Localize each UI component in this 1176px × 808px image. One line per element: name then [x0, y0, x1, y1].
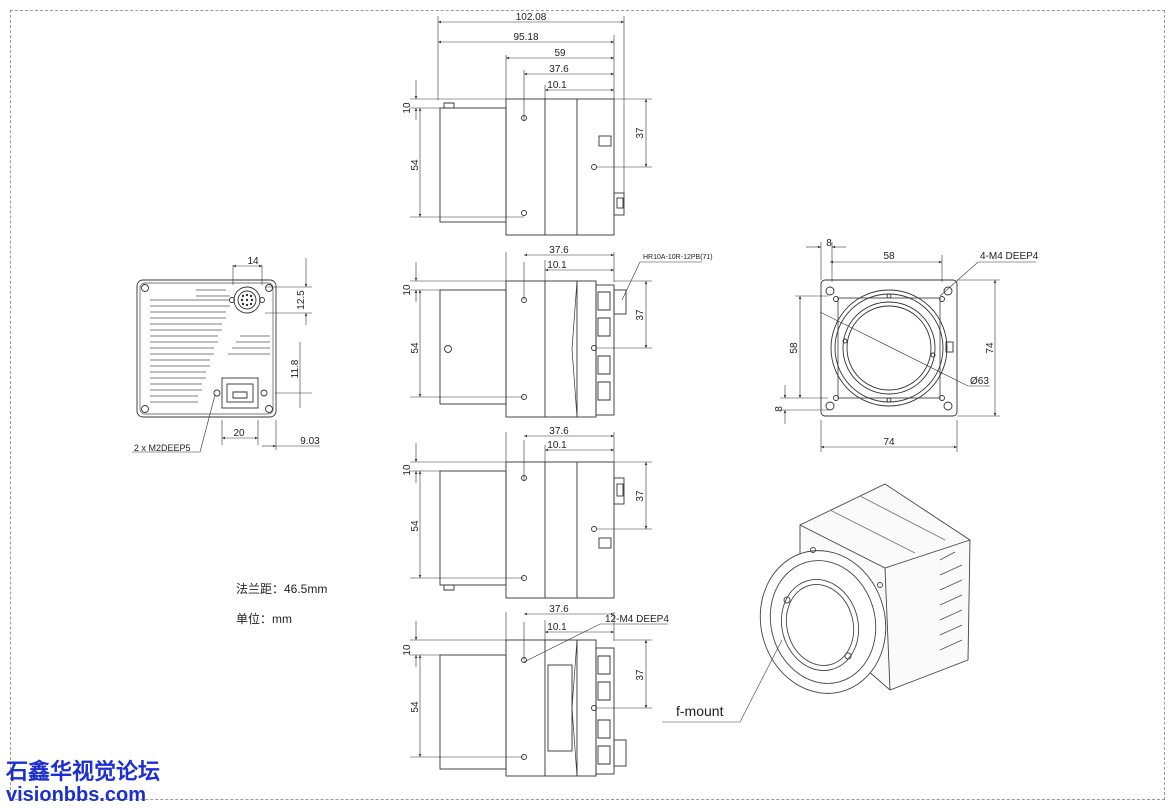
sv1-dim-95-18: 95.18 — [513, 32, 538, 43]
sv2-dim-10: 10 — [402, 284, 413, 296]
rear-dim-11-8: 11.8 — [290, 359, 301, 378]
mount-hole-callout: 4-M4 DEEP4 — [980, 251, 1039, 262]
watermark-forum-name: 石鑫华视觉论坛 — [6, 760, 161, 785]
sv3-dim-37-6: 37.6 — [549, 426, 569, 437]
sv4-dim-10-1: 10.1 — [547, 622, 567, 633]
sv3-dim-37: 37 — [635, 490, 646, 502]
sv1-dim-37-6: 37.6 — [549, 64, 569, 75]
sv1-dim-102-08: 102.08 — [516, 12, 547, 23]
mount-dim-8-top: 8 — [826, 238, 832, 249]
side-view-3 — [410, 432, 652, 599]
rear-dim-12-5: 12.5 — [296, 290, 307, 310]
sv2-dim-54: 54 — [410, 342, 421, 354]
side-view-4 — [410, 612, 668, 777]
isometric-view — [662, 483, 971, 723]
mount-dim-58-top: 58 — [883, 251, 895, 262]
mount-dim-74-right: 74 — [985, 342, 996, 354]
sv4-dim-37: 37 — [635, 669, 646, 681]
rear-panel-view — [132, 258, 320, 453]
sv2-dim-10-1: 10.1 — [547, 260, 567, 271]
sv1-dim-54: 54 — [410, 159, 421, 171]
mount-dim-8-left: 8 — [774, 406, 785, 412]
sv3-dim-54: 54 — [410, 520, 421, 532]
mount-dim-74-bottom: 74 — [883, 437, 895, 448]
sv2-dim-37: 37 — [635, 309, 646, 321]
sv4-dim-10: 10 — [402, 644, 413, 656]
sv4-dim-37-6: 37.6 — [549, 604, 569, 615]
mount-diameter-label: Ø63 — [970, 376, 989, 387]
mount-dim-58-left: 58 — [789, 342, 800, 354]
f-mount-label: f-mount — [676, 703, 724, 719]
flange-distance-note: 法兰距：46.5mm — [236, 582, 328, 596]
side-view-1 — [410, 16, 652, 236]
unit-note: 单位：mm — [236, 612, 292, 626]
sv2-dim-37-6: 37.6 — [549, 245, 569, 256]
lens-mount-view — [780, 242, 1036, 452]
sv1-dim-10: 10 — [402, 102, 413, 114]
rear-screw-callout: 2 x M2DEEP5 — [134, 443, 191, 453]
side-view-2 — [410, 252, 702, 418]
sv4-dim-54: 54 — [410, 701, 421, 713]
sv1-dim-59: 59 — [554, 48, 566, 59]
front-hole-callout: 12-M4 DEEP4 — [605, 614, 669, 625]
connector-label: HR10A-10R-12PB(71) — [643, 254, 713, 261]
watermark-url: visionbbs.com — [6, 784, 147, 806]
sv1-dim-37: 37 — [635, 127, 646, 139]
rear-dim-9-03: 9.03 — [300, 436, 320, 447]
sv3-dim-10: 10 — [402, 464, 413, 476]
rear-dim-20: 20 — [233, 428, 245, 439]
rear-dim-14: 14 — [247, 256, 259, 267]
sv3-dim-10-1: 10.1 — [547, 440, 567, 451]
sv1-dim-10-1: 10.1 — [547, 80, 567, 91]
